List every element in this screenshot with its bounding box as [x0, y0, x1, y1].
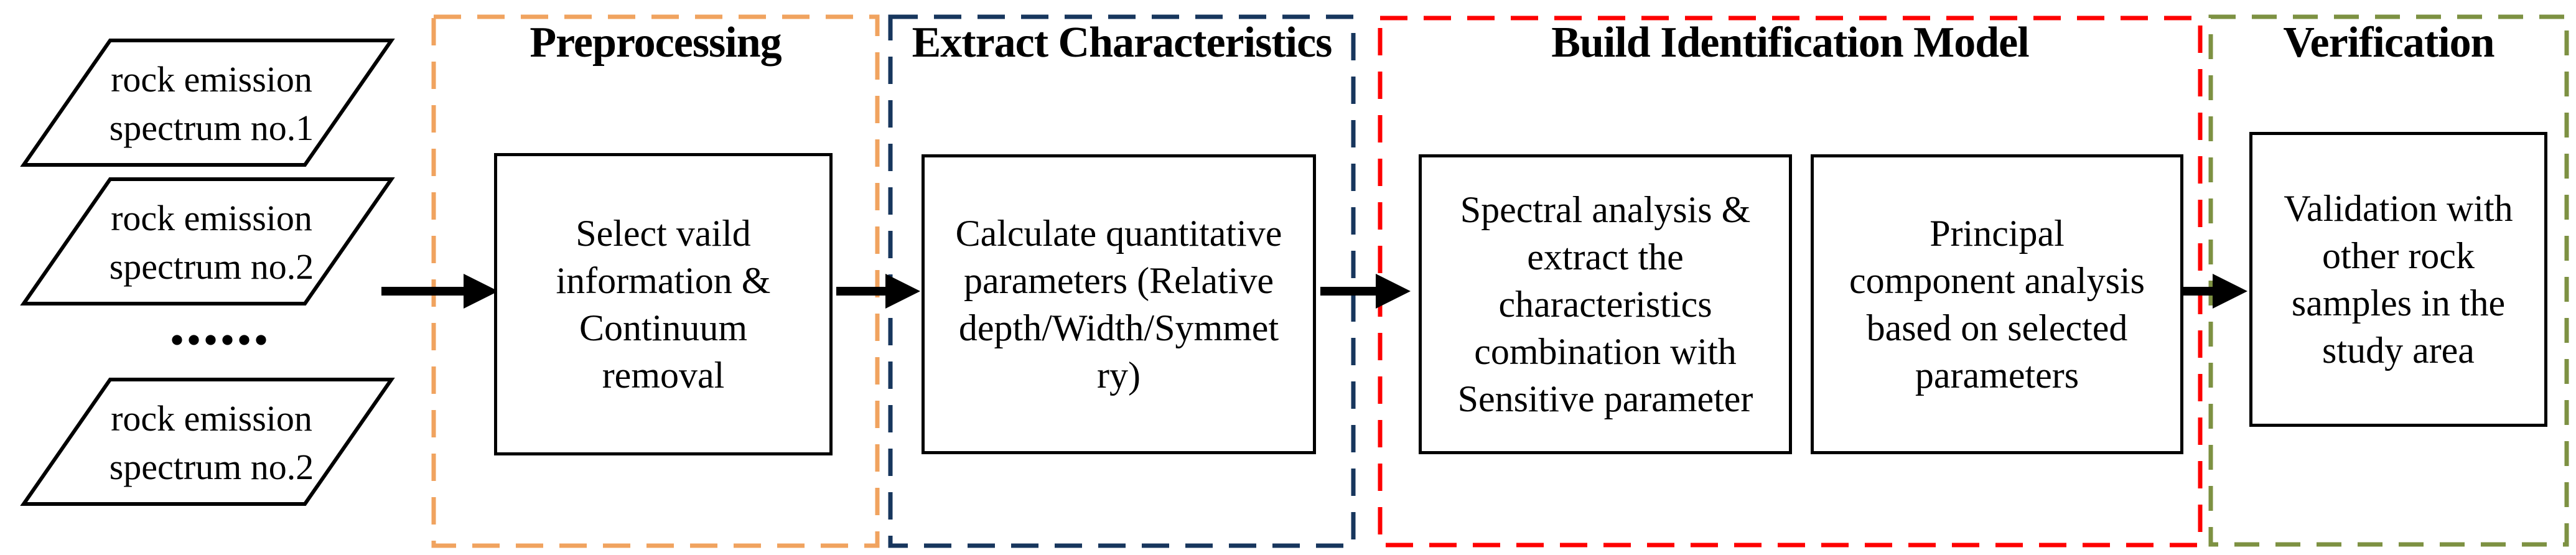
process-box-principal-component-analysis: Principal component analysis based on se… [1811, 154, 2183, 454]
ellipsis-more-spectra: ...... [169, 289, 270, 358]
process-box-line: information & [556, 260, 771, 301]
spectrum-label-1-line1: rock emission [111, 59, 312, 100]
section-title-extract-characteristics: Extract Characteristics [912, 19, 1333, 67]
process-box-line: samples in the [2291, 282, 2506, 324]
verification-frame [2208, 14, 2569, 547]
spectrum-label-3-line2: spectrum no.2 [109, 447, 314, 487]
process-box-line: Calculate quantitative [955, 213, 1282, 254]
spectrum-label-3: rock emission spectrum no.2 [62, 384, 361, 502]
process-box-line: Select vaild [576, 213, 751, 254]
spectrum-label-2: rock emission spectrum no.2 [62, 184, 361, 302]
process-box-line: ry) [1097, 355, 1141, 396]
arrow-build-model-to-verification [2182, 274, 2247, 309]
spectrum-label-2-line2: spectrum no.2 [109, 246, 314, 287]
arrow-inputs-to-preprocessing [381, 274, 498, 309]
spectrum-parallelogram-2 [20, 177, 395, 305]
process-box-line: removal [602, 355, 725, 396]
process-box-line: Validation with [2284, 188, 2513, 229]
process-box-line: based on selected [1866, 307, 2128, 348]
preprocessing-frame [431, 14, 880, 548]
section-title-build-identification-model: Build Identification Model [1551, 19, 2029, 67]
process-box-line: parameters (Relative [963, 260, 1274, 301]
process-box-line: Continuum [579, 307, 748, 348]
process-box-line: parameters [1915, 355, 2079, 396]
build-identification-model-frame [1378, 16, 2203, 548]
section-title-verification: Verification [2283, 19, 2494, 67]
spectrum-label-1-line2: spectrum no.1 [109, 108, 314, 148]
section-title-preprocessing: Preprocessing [530, 19, 782, 67]
arrow-preprocessing-to-extract [836, 274, 920, 309]
process-box-line: other rock [2322, 235, 2475, 276]
spectrum-label-1: rock emission spectrum no.1 [62, 45, 361, 163]
spectrum-parallelogram-3 [20, 378, 395, 506]
process-box-line: Sensitive parameter [1457, 378, 1753, 419]
arrow-extract-to-build-model [1320, 274, 1411, 309]
spectrum-parallelogram-1 [20, 39, 395, 167]
process-box-select-valid-information: Select vaild information & Continuum rem… [494, 153, 833, 455]
spectrum-label-2-line1: rock emission [111, 198, 312, 238]
process-box-line: combination with [1474, 331, 1737, 372]
process-box-line: study area [2322, 330, 2475, 371]
process-box-spectral-analysis: Spectral analysis & extract the characte… [1419, 154, 1792, 454]
process-box-line: Principal [1930, 213, 2065, 254]
process-box-line: characteristics [1498, 284, 1712, 325]
process-box-calculate-quantitative-parameters: Calculate quantitative parameters (Relat… [922, 154, 1316, 454]
process-box-validation-other-samples: Validation with other rock samples in th… [2249, 132, 2547, 427]
process-box-line: extract the [1527, 236, 1684, 278]
spectrum-label-3-line1: rock emission [111, 398, 312, 439]
process-box-line: Spectral analysis & [1460, 189, 1751, 230]
process-box-line: depth/Width/Symmet [958, 307, 1279, 348]
process-box-line: component analysis [1849, 260, 2145, 301]
